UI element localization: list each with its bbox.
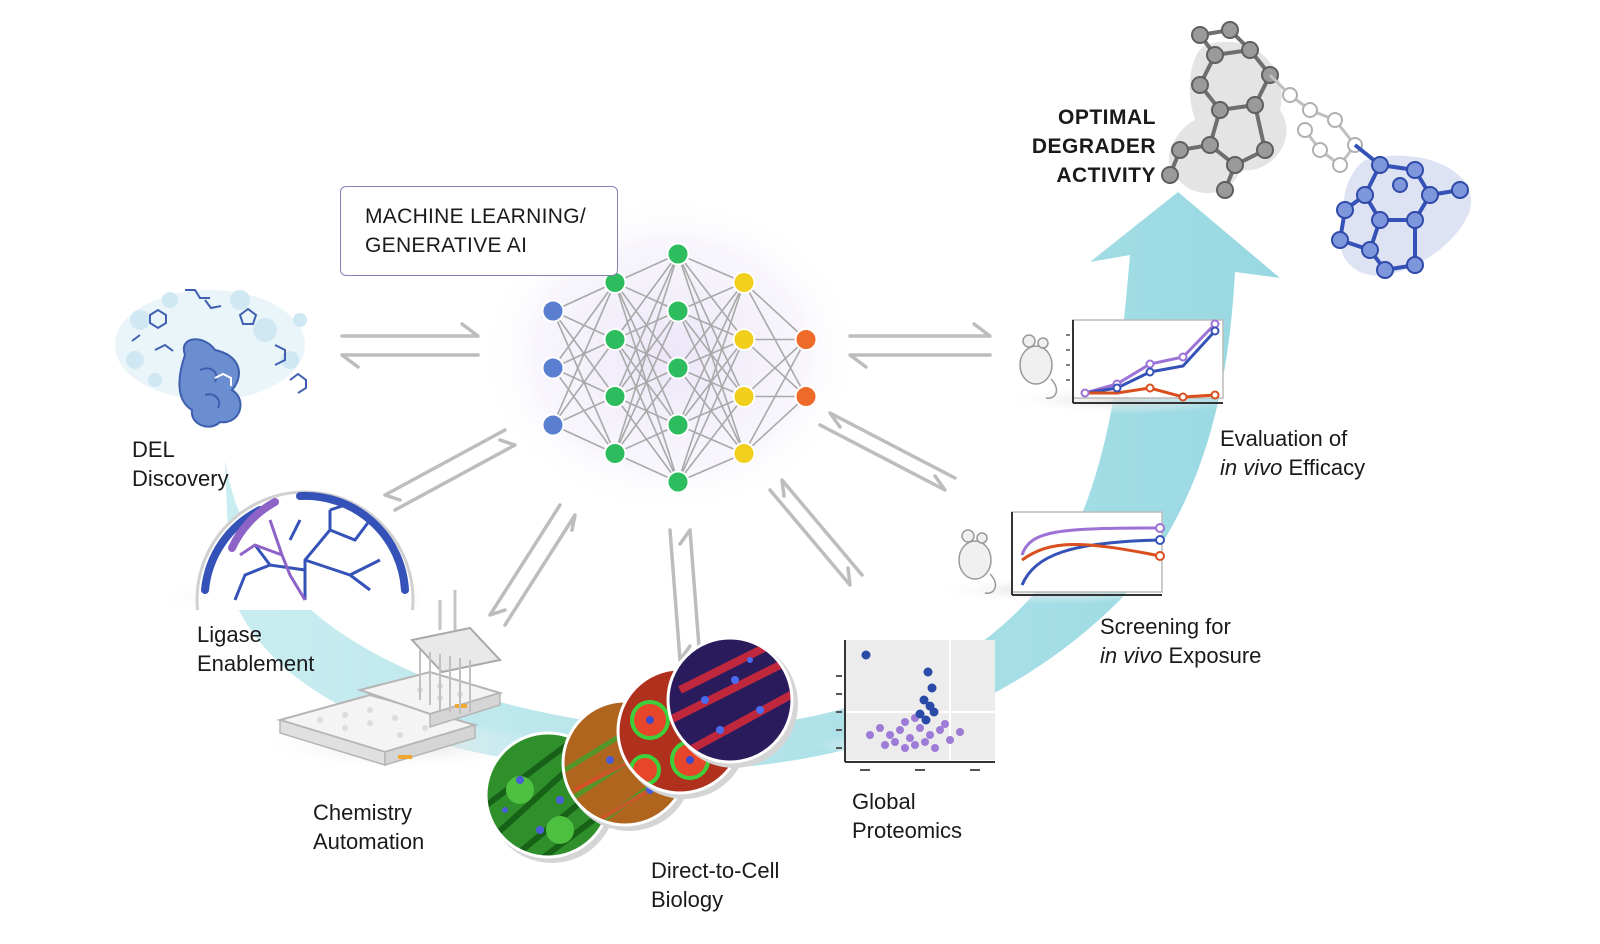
network-edge — [677, 282, 745, 369]
proteomics-line-1: Global — [852, 789, 916, 814]
network-node — [603, 442, 627, 465]
ligase-line-2: Enablement — [197, 651, 315, 676]
liquid-handler-icon — [260, 590, 540, 770]
del-line-1: DEL — [132, 437, 175, 462]
network-edge — [677, 282, 745, 426]
arrow-del — [340, 322, 480, 369]
del-discovery-label: DEL Discovery — [132, 435, 229, 493]
goal-label: OPTIMAL DEGRADER ACTIVITY — [1028, 103, 1156, 190]
network-edge — [743, 395, 807, 455]
network-edge — [677, 282, 745, 483]
network-node — [666, 356, 690, 380]
efficacy-italic: in vivo — [1220, 455, 1283, 480]
chemistry-line-2: Automation — [313, 829, 425, 854]
direct-to-cell-biology-label: Direct-to-Cell Biology — [651, 856, 779, 914]
proteomics-line-2: Proteomics — [852, 818, 963, 843]
network-node — [541, 299, 565, 323]
network-node — [666, 470, 690, 494]
network-node — [732, 271, 756, 294]
chemistry-line-1: Chemistry — [313, 800, 413, 825]
exposure-screening-label: Screening for in vivo Exposure — [1100, 612, 1261, 670]
arrow-chemistry — [488, 503, 577, 627]
network-edge — [552, 339, 616, 426]
network-edge — [614, 253, 679, 454]
arrow-exposure — [818, 411, 957, 492]
efficacy-rest: Efficacy — [1282, 455, 1366, 480]
network-node — [732, 328, 756, 351]
network-node — [541, 356, 565, 380]
network-node — [794, 385, 818, 408]
cell-microscopy-icon — [484, 636, 798, 863]
network-node — [603, 385, 627, 408]
network-node — [732, 385, 756, 408]
global-proteomics-label: Global Proteomics — [852, 787, 962, 845]
arrow-ligase — [383, 428, 517, 512]
del-line-2: Discovery — [132, 466, 229, 491]
exposure-line-2: in vivo Exposure — [1100, 641, 1261, 670]
biology-line-2: Biology — [651, 887, 724, 912]
ml-line-1: MACHINE LEARNING/ — [365, 205, 586, 228]
goal-line-1: OPTIMAL — [1058, 106, 1156, 129]
network-node — [732, 442, 756, 465]
network-edge — [677, 253, 745, 284]
volcano-plot-icon — [815, 640, 995, 771]
network-node — [541, 413, 565, 437]
degrader-molecule-icon — [1161, 21, 1472, 279]
arrow-biology — [668, 528, 702, 662]
goal-line-2: DEGRADER — [1031, 135, 1156, 158]
network-edge — [614, 452, 679, 483]
phylogenetic-tree-icon — [150, 490, 420, 610]
exposure-italic: in vivo — [1100, 643, 1163, 668]
arrow-efficacy — [848, 322, 992, 369]
network-edge — [614, 253, 679, 397]
network-node — [666, 242, 690, 266]
mouse-pk-plot-icon — [930, 511, 1170, 604]
network-edge — [614, 253, 679, 284]
network-edge — [552, 282, 616, 369]
goal-line-3: ACTIVITY — [1056, 164, 1156, 187]
network-edge — [743, 338, 807, 398]
ml-line-2: GENERATIVE AI — [365, 234, 528, 257]
exposure-rest: Exposure — [1162, 643, 1262, 668]
network-edge — [743, 339, 807, 454]
flow-arrow — [225, 192, 1280, 771]
network-node — [794, 328, 818, 351]
network-node — [666, 413, 690, 437]
network-edge — [614, 424, 679, 455]
ligase-line-1: Ligase — [197, 622, 262, 647]
network-edge — [743, 281, 807, 341]
efficacy-evaluation-label: Evaluation of in vivo Efficacy — [1220, 424, 1365, 482]
network-edge — [614, 367, 679, 454]
ligase-enablement-label: Ligase Enablement — [197, 620, 314, 678]
network-edge — [677, 339, 745, 483]
network-edge — [677, 281, 745, 312]
mouse-efficacy-plot-icon — [1000, 319, 1240, 414]
network-edge — [677, 452, 745, 483]
biology-line-1: Direct-to-Cell — [651, 858, 780, 883]
network-edge — [677, 396, 745, 483]
network-node — [603, 328, 627, 351]
neural-network — [541, 242, 818, 494]
network-edge — [614, 310, 679, 454]
network-connections — [552, 253, 807, 483]
bidirectional-arrows — [340, 322, 992, 662]
exposure-line-1: Screening for — [1100, 614, 1231, 639]
network-edge — [614, 253, 679, 340]
network-node — [666, 299, 690, 323]
ml-genai-label-box: MACHINE LEARNING/ GENERATIVE AI — [340, 186, 618, 276]
efficacy-line-2: in vivo Efficacy — [1220, 453, 1365, 482]
protein-blob-icon — [115, 289, 307, 428]
efficacy-line-1: Evaluation of — [1220, 426, 1348, 451]
network-edge — [552, 282, 616, 426]
chemistry-automation-label: Chemistry Automation — [313, 798, 424, 856]
arrow-proteomics — [768, 478, 864, 587]
